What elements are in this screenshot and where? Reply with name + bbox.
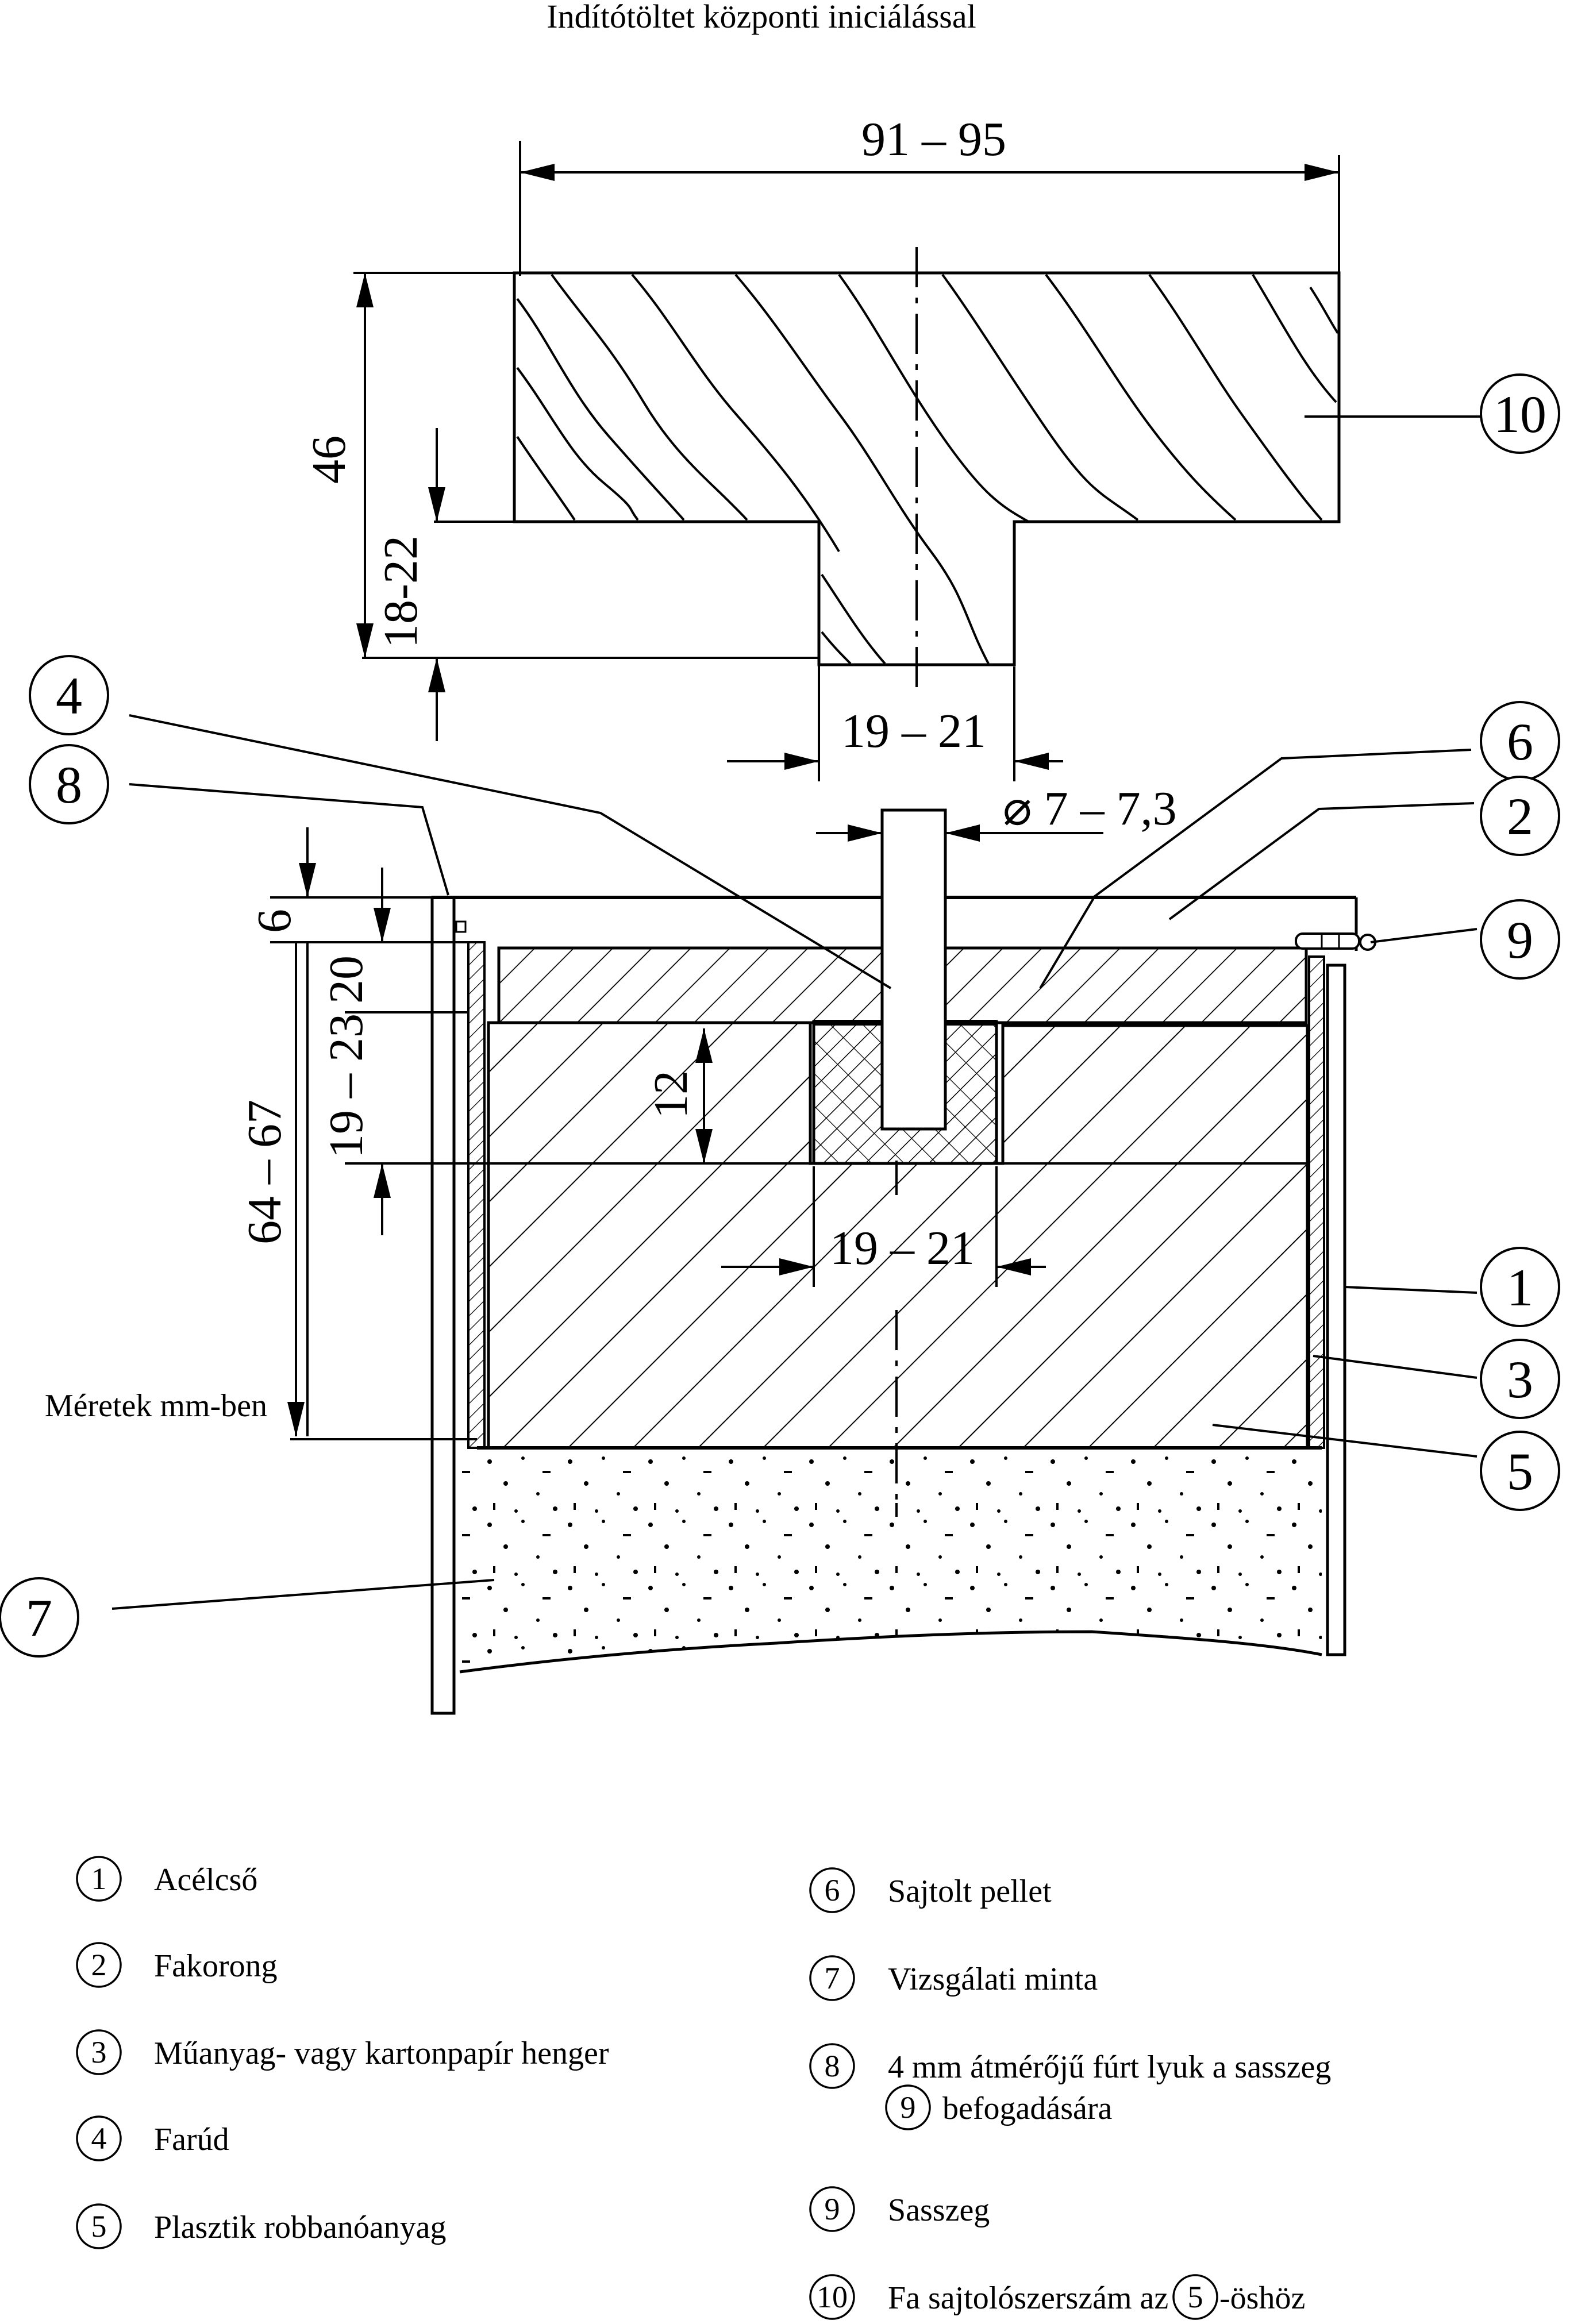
legend-item: 3 Műanyag- vagy kartonpapír henger: [76, 2029, 609, 2075]
steel-tube-left: [430, 896, 456, 1715]
sample-break-line: [459, 1630, 1322, 1674]
svg-text:Sasszeg: Sasszeg: [888, 2192, 990, 2228]
svg-text:4 mm átmérőjű fúrt lyuk a sass: 4 mm átmérőjű fúrt lyuk a sasszeg: [888, 2049, 1331, 2085]
die-body: [513, 271, 1341, 666]
svg-text:befogadására: befogadására: [942, 2091, 1113, 2126]
callout-10: 10: [1480, 373, 1560, 454]
charge-assembly: [430, 808, 1376, 1715]
svg-text:Vizsgálati minta: Vizsgálati minta: [888, 1961, 1098, 1997]
legend-item: 9 Sasszeg: [809, 2186, 990, 2232]
legend-item: 7 Vizsgálati minta: [809, 1955, 1098, 2001]
legend-item: 4 Farúd: [76, 2115, 229, 2161]
callout-1: 1: [1480, 1247, 1560, 1327]
wooden-rod: [880, 808, 947, 1131]
leader-lines: [111, 415, 1494, 1610]
svg-text:Műanyag- vagy kartonpapír heng: Műanyag- vagy kartonpapír henger: [154, 2036, 609, 2071]
dim-die-stem: 18-22: [374, 535, 428, 648]
svg-text:4: 4: [56, 666, 82, 725]
die-grain: [516, 273, 1339, 665]
dim-bore-diameter: ⌀ 7 – 7,3: [1003, 782, 1177, 835]
dimension-lines: [270, 141, 1340, 1440]
title: Indítótöltet központi iniciálással: [547, 0, 976, 35]
dim-lid-thickness: 6: [248, 909, 301, 933]
svg-text:-öshöz: -öshöz: [1219, 2280, 1305, 2316]
callout-2: 2: [1480, 776, 1560, 856]
legend-item: 6 Sajtolt pellet: [809, 1867, 1052, 1913]
callout-7: 7: [0, 1577, 79, 1658]
svg-text:10: 10: [1494, 385, 1546, 444]
svg-text:Farúd: Farúd: [154, 2122, 229, 2157]
svg-text:2: 2: [91, 1948, 107, 1982]
svg-text:8: 8: [825, 2049, 840, 2083]
svg-text:Fa sajtolószerszám az: Fa sajtolószerszám az: [888, 2280, 1168, 2316]
callout-4: 4: [29, 655, 109, 735]
svg-text:3: 3: [1507, 1350, 1533, 1409]
svg-text:5: 5: [1507, 1442, 1533, 1501]
svg-text:2: 2: [1507, 787, 1533, 846]
callout-9: 9: [1480, 899, 1560, 980]
legend: 1 Acélcső 2 Fakorong 3 Műanyag- vagy karton…: [76, 1856, 1331, 2320]
liner-right: [1308, 955, 1325, 1449]
dim-charge-height: 64 – 67: [238, 1100, 291, 1244]
legend-item: 1 Acélcső: [76, 1856, 257, 1902]
dim-top-width: 91 – 95: [861, 113, 1006, 166]
dim-disc-thickness: 20: [320, 955, 373, 1004]
svg-text:7: 7: [26, 1589, 52, 1647]
pressing-die: [513, 247, 1341, 689]
svg-text:Acélcső: Acélcső: [154, 1862, 257, 1898]
svg-text:9: 9: [825, 2192, 840, 2226]
dim-pellet-width: 19 – 21: [830, 1221, 975, 1275]
svg-text:Sajtolt pellet: Sajtolt pellet: [888, 1874, 1052, 1909]
units-note: Méretek mm-ben: [45, 1388, 267, 1424]
svg-text:9: 9: [901, 2090, 916, 2125]
dim-pellet-height: 12: [644, 1070, 698, 1119]
test-sample: [460, 1448, 1322, 1672]
svg-text:5: 5: [1188, 2280, 1203, 2314]
svg-text:5: 5: [91, 2209, 107, 2244]
drilled-hole: [455, 920, 467, 933]
svg-text:4: 4: [91, 2121, 107, 2156]
svg-text:7: 7: [825, 1961, 840, 1995]
cotter-pin: [1295, 932, 1376, 951]
svg-text:Plasztik robbanóanyag: Plasztik robbanóanyag: [154, 2210, 447, 2245]
svg-text:Fakorong: Fakorong: [154, 1948, 278, 1984]
legend-item: 2 Fakorong: [76, 1942, 278, 1988]
svg-text:6: 6: [1507, 712, 1533, 771]
svg-text:1: 1: [1507, 1258, 1533, 1317]
callout-6: 6: [1480, 701, 1560, 781]
callout-8: 8: [29, 744, 109, 824]
legend-item: 10 Fa sajtolószerszám az 5 -öshöz: [809, 2274, 1305, 2320]
legend-item: 9 befogadására: [885, 2084, 1113, 2130]
dim-booster-height: 19 – 23: [320, 1013, 373, 1158]
svg-text:6: 6: [825, 1873, 840, 1907]
svg-text:1: 1: [91, 1861, 107, 1896]
svg-text:9: 9: [1507, 911, 1533, 969]
dim-die-height: 46: [302, 435, 356, 484]
svg-text:10: 10: [817, 2280, 848, 2314]
svg-text:3: 3: [91, 2035, 107, 2069]
liner-left: [467, 941, 486, 1449]
dim-die-stem-width: 19 – 21: [841, 704, 986, 758]
callout-5: 5: [1480, 1431, 1560, 1511]
steel-tube-right: [1326, 963, 1346, 1656]
legend-item: 5 Plasztik robbanóanyag: [76, 2203, 447, 2249]
svg-text:8: 8: [56, 756, 82, 814]
callout-3: 3: [1480, 1339, 1560, 1419]
legend-item: 8 4 mm átmérőjű fúrt lyuk a sasszeg: [809, 2043, 1331, 2089]
